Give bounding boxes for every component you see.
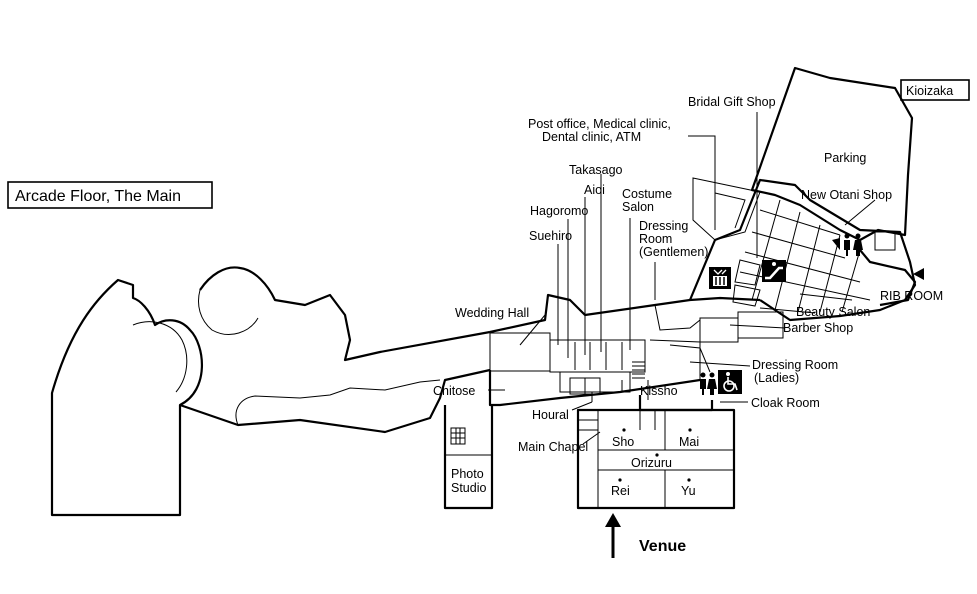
escalator-icon bbox=[762, 260, 786, 282]
label-kissho: Kissho bbox=[640, 384, 678, 398]
label-dressing-room-ladies-line2: (Ladies) bbox=[754, 371, 799, 385]
svg-text:Kioizaka: Kioizaka bbox=[906, 84, 953, 98]
label-rei: Rei bbox=[611, 484, 630, 498]
label-bridal-gift-shop: Bridal Gift Shop bbox=[688, 95, 776, 109]
label-mai: Mai bbox=[679, 435, 699, 449]
label-dressing-room-gentlemen-line2: Room bbox=[639, 232, 672, 246]
label-takasago: Takasago bbox=[569, 163, 623, 177]
elevator-icon bbox=[709, 267, 731, 289]
room-marker bbox=[655, 453, 659, 457]
room-marker bbox=[687, 478, 691, 482]
label-sho: Sho bbox=[612, 435, 634, 449]
label-chitose: Chitose bbox=[433, 384, 475, 398]
venue-arrow-icon bbox=[605, 513, 621, 558]
label-dressing-room-gentlemen-line1: Dressing bbox=[639, 219, 688, 233]
leader-lines bbox=[488, 112, 876, 445]
elevator-panel-icon bbox=[450, 427, 466, 445]
label-cloak-room: Cloak Room bbox=[751, 396, 820, 410]
label-post-office-line1: Post office, Medical clinic, bbox=[528, 117, 671, 131]
label-wedding-hall: Wedding Hall bbox=[455, 306, 529, 320]
label-hagoromo: Hagoromo bbox=[530, 204, 588, 218]
building-outline bbox=[50, 66, 917, 517]
svg-text:Arcade Floor, The Main: Arcade Floor, The Main bbox=[15, 188, 181, 205]
label-photo-studio-line1: Photo bbox=[451, 467, 484, 481]
label-aioi: Aioi bbox=[584, 183, 605, 197]
restroom-icon bbox=[832, 233, 863, 256]
label-costume-salon-line2: Salon bbox=[622, 200, 654, 214]
label-parking: Parking bbox=[824, 151, 866, 165]
label-post-office-line2: Dental clinic, ATM bbox=[542, 130, 641, 144]
map-title: Arcade Floor, The Main bbox=[7, 181, 213, 209]
label-dressing-room-ladies-line1: Dressing Room bbox=[752, 358, 838, 372]
label-dressing-room-gentlemen-line3: (Gentlemen) bbox=[639, 245, 708, 259]
label-costume-salon-line1: Costume bbox=[622, 187, 672, 201]
venue-label: Venue bbox=[639, 538, 686, 555]
label-yu: Yu bbox=[681, 484, 696, 498]
label-main-chapel: Main Chapel bbox=[518, 440, 588, 454]
room-marker bbox=[688, 428, 692, 432]
label-photo-studio-line2: Studio bbox=[451, 481, 486, 495]
room-marker bbox=[618, 478, 622, 482]
entrance-marker-icon bbox=[913, 268, 924, 280]
label-orizuru: Orizuru bbox=[631, 456, 672, 470]
label-beauty-salon: Beauty Salon bbox=[796, 305, 870, 319]
label-rib-room: RIB ROOM bbox=[880, 289, 943, 303]
restroom-icon bbox=[700, 372, 717, 395]
wheelchair-icon bbox=[718, 370, 742, 394]
label-houral: Houral bbox=[532, 408, 569, 422]
label-new-otani-shop: New Otani Shop bbox=[801, 188, 892, 202]
kioizaka-label: Kioizaka bbox=[900, 79, 970, 101]
label-suehiro: Suehiro bbox=[529, 229, 572, 243]
label-barber-shop: Barber Shop bbox=[783, 321, 853, 335]
room-marker bbox=[622, 428, 626, 432]
